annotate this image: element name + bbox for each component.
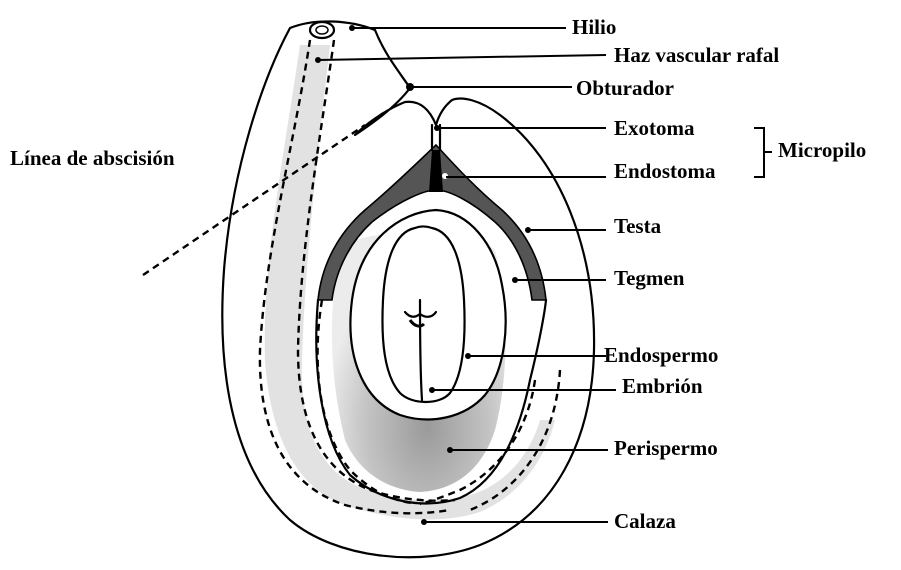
label-perispermo: Perispermo <box>614 436 718 460</box>
label-embrion: Embrión <box>622 374 703 398</box>
label-exotoma: Exotoma <box>614 116 695 140</box>
label-calaza: Calaza <box>614 509 676 533</box>
hilum-opening <box>310 22 334 38</box>
label-testa: Testa <box>614 214 662 238</box>
label-endostoma: Endostoma <box>614 159 716 183</box>
label-haz-vascular-rafal: Haz vascular rafal <box>614 43 779 67</box>
label-hilio: Hilio <box>572 15 616 39</box>
label-endospermo: Endospermo <box>604 343 718 367</box>
embryo <box>382 227 464 403</box>
label-tegmen: Tegmen <box>614 266 685 290</box>
label-linea-abscision: Línea de abscisión <box>10 146 175 170</box>
label-obturador: Obturador <box>576 76 674 100</box>
label-micropilo: Micropilo <box>778 138 866 162</box>
